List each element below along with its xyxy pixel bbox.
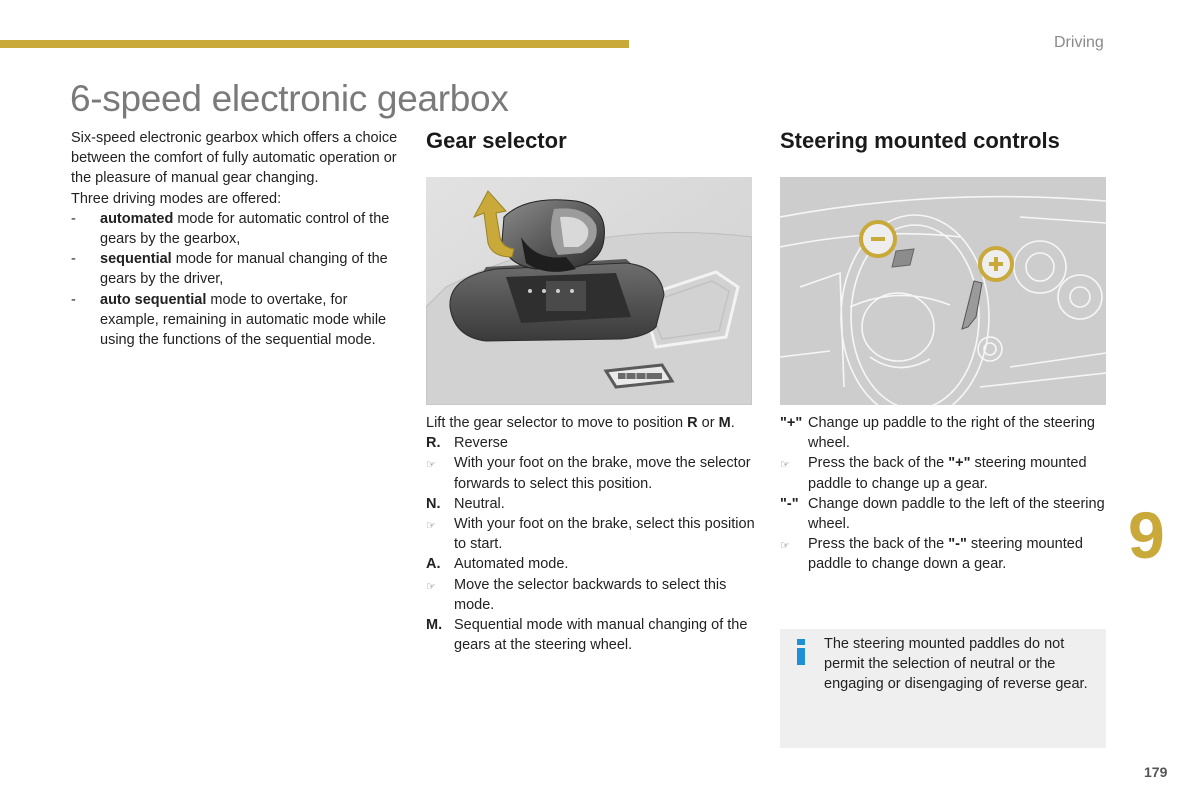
chapter-number: 9 [1128, 498, 1165, 572]
pointing-hand-icon: ☞ [780, 459, 790, 472]
list-item: -auto sequential mode to overtake, for e… [71, 291, 387, 349]
modes-intro: Three driving modes are offered: [71, 190, 282, 207]
page-title: 6-speed electronic gearbox [70, 78, 509, 119]
gear-item-automated-instruction: ☞Move the selector backwards to select t… [426, 575, 756, 615]
plus-paddle-description: "+"Change up paddle to the right of the … [780, 415, 1095, 452]
gear-item-automated: A.Automated mode. [426, 556, 569, 573]
info-note-text: The steering mounted paddles do not perm… [824, 636, 1088, 693]
list-item: -sequential mode for manual changing of … [71, 251, 388, 288]
info-icon [797, 639, 805, 665]
gear-selector-intro: Lift the gear selector to move to positi… [426, 415, 735, 431]
list-item: -automated mode for automatic control of… [71, 210, 390, 248]
minus-paddle-description: "-"Change down paddle to the left of the… [780, 495, 1105, 533]
steering-controls-text: "+"Change up paddle to the right of the … [780, 413, 1110, 575]
pointing-hand-icon: ☞ [426, 580, 436, 593]
gear-item-manual: M.Sequential mode with manual changing o… [426, 617, 748, 654]
steering-controls-heading: Steering mounted controls [780, 128, 1060, 153]
pointing-hand-icon: ☞ [426, 520, 436, 533]
intro-paragraph: Six-speed electronic gearbox which offer… [71, 130, 398, 187]
pointing-hand-icon: ☞ [780, 540, 790, 553]
plus-paddle-instruction: ☞Press the back of the "+" steering moun… [780, 453, 1110, 493]
steering-wheel-illustration [780, 177, 1106, 405]
gear-selector-heading: Gear selector [426, 128, 567, 153]
section-label: Driving [1054, 34, 1104, 51]
gear-item-neutral-instruction: ☞With your foot on the brake, select thi… [426, 514, 756, 554]
page-number: 179 [1144, 764, 1168, 780]
top-accent-bar [0, 40, 629, 48]
gear-selector-illustration [426, 177, 752, 405]
modes-list: -automated mode for automatic control of… [71, 209, 401, 350]
intro-column: Six-speed electronic gearbox which offer… [71, 128, 401, 350]
pointing-hand-icon: ☞ [426, 459, 436, 472]
gear-selector-text: Lift the gear selector to move to positi… [426, 413, 756, 655]
gear-item-reverse-instruction: ☞With your foot on the brake, move the s… [426, 453, 756, 493]
gear-item-neutral: N.Neutral. [426, 495, 505, 512]
minus-paddle-instruction: ☞Press the back of the "-" steering moun… [780, 534, 1110, 574]
gear-item-reverse: R.Reverse [426, 435, 508, 452]
info-note: The steering mounted paddles do not perm… [780, 629, 1106, 748]
